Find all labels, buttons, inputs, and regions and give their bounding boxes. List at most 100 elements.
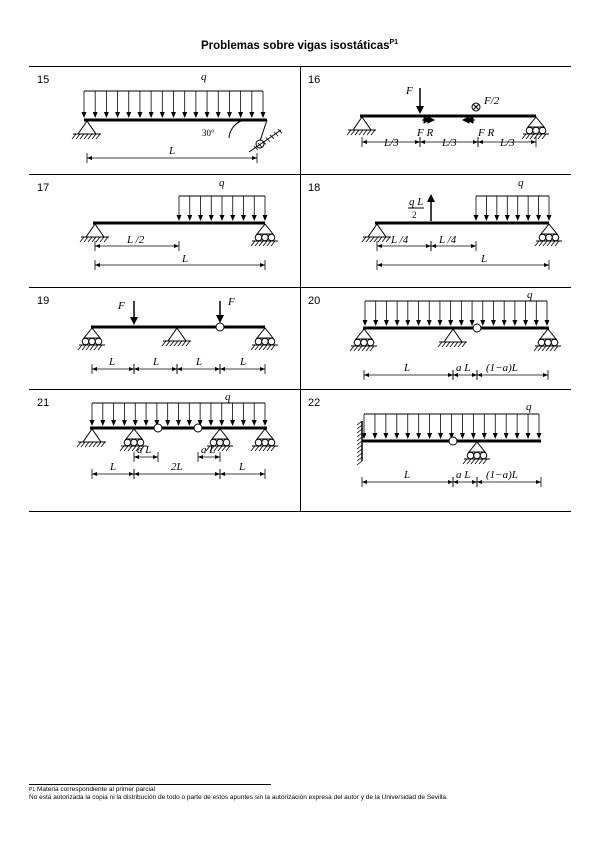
dimension-label: 2L — [171, 461, 183, 473]
beam-diagram-20: q L a L (1−a)L — [349, 289, 561, 380]
hatch-stroke — [266, 445, 272, 452]
dimension-arrowhead — [377, 263, 382, 267]
hatch-stroke — [533, 345, 539, 352]
dimension-arrowhead — [415, 140, 420, 144]
arrowhead — [427, 194, 435, 202]
problem-number: 15 — [37, 74, 50, 86]
roller-triangle — [210, 428, 230, 440]
load-arrowhead — [260, 112, 266, 118]
dimension-arrowhead — [129, 367, 134, 371]
beam-diagram-22: q L a L (1−a)L — [356, 401, 542, 487]
hatch-stroke — [354, 129, 360, 136]
load-arrowhead — [100, 420, 106, 426]
hatch-stroke — [254, 344, 260, 351]
force-label-denominator: 2 — [412, 210, 417, 220]
hatch-stroke — [258, 445, 264, 452]
dimension-line — [197, 452, 221, 462]
force-label: F — [117, 300, 125, 312]
hatch-stroke — [262, 344, 268, 351]
roller-wheel — [267, 438, 276, 447]
distributed-load — [473, 195, 552, 221]
dimension-arrowhead — [364, 373, 369, 377]
hatch-stroke — [537, 133, 543, 140]
load-arrowhead — [115, 112, 121, 118]
roller-wheel — [538, 126, 547, 135]
roller-wheel — [550, 338, 559, 347]
dimension-line — [476, 370, 549, 380]
hatch-stroke — [369, 345, 375, 352]
load-arrowhead — [230, 420, 236, 426]
beam-diagram-16: F F/2 F R F R L/3 L/3 L/3 — [346, 85, 549, 149]
hatch-stroke — [437, 341, 443, 348]
hatch-stroke — [466, 458, 472, 465]
load-arrowhead — [438, 433, 444, 439]
problem-19: 19 F F L L L L — [29, 287, 300, 389]
hatch-stroke — [209, 445, 215, 452]
dimension-arrowhead — [362, 140, 367, 144]
hatch-stroke — [525, 133, 531, 140]
dimension-arrowhead — [420, 140, 425, 144]
beam-diagram-17: q L /2 L — [79, 177, 278, 270]
dimension-line — [219, 364, 266, 374]
hatch-stroke — [482, 458, 488, 465]
hatch-stroke — [75, 133, 81, 140]
hatch-stroke — [541, 133, 547, 140]
hatch-stroke — [361, 345, 367, 352]
distributed-load — [362, 300, 550, 326]
problem-21: 21 q a L a L L 2L L — [29, 389, 300, 511]
hatch-stroke — [88, 441, 94, 448]
hatch-stroke — [77, 344, 83, 351]
dimension-arrowhead — [448, 480, 453, 484]
load-arrowhead — [81, 112, 87, 118]
footnote-rule — [29, 784, 271, 785]
load-arrowhead — [394, 433, 400, 439]
dimension-label: (1−a)L — [486, 469, 518, 481]
problem-number: 16 — [308, 74, 321, 86]
dimension-arrowhead — [260, 367, 265, 371]
load-arrowhead — [383, 433, 389, 439]
problem-number: 19 — [37, 295, 50, 307]
hatch-stroke — [95, 236, 101, 243]
load-arrowhead — [470, 433, 476, 439]
dimension-arrowhead — [95, 263, 100, 267]
load-arrowhead — [241, 215, 246, 221]
hatch-stroke — [85, 344, 91, 351]
hatch-stroke — [356, 452, 363, 458]
dimension-arrowhead — [477, 373, 482, 377]
hatch-stroke — [356, 424, 363, 430]
dimension-arrowhead — [153, 455, 158, 459]
hatch-stroke — [457, 341, 463, 348]
dimension-arrowhead — [471, 244, 476, 248]
hatch-stroke — [356, 448, 363, 454]
double-arrow-right — [422, 116, 436, 124]
load-arrowhead — [176, 420, 181, 426]
dimension-arrowhead — [174, 244, 179, 248]
dimension-arrowhead — [453, 373, 458, 377]
roller-wheel — [537, 338, 546, 347]
dimension-label: L — [168, 145, 175, 157]
hatch-stroke — [270, 240, 276, 247]
load-arrowhead — [459, 433, 465, 439]
problem-number: 18 — [308, 182, 321, 194]
roller-support — [77, 327, 105, 351]
problem-number: 17 — [37, 182, 50, 194]
hinge — [472, 323, 482, 333]
angle-label: 30° — [202, 128, 215, 138]
hatch-stroke — [87, 236, 93, 243]
roller-support — [533, 328, 561, 352]
dimension-arrowhead — [87, 156, 92, 160]
hatch-stroke — [139, 445, 145, 452]
pin-triangle — [77, 120, 97, 135]
hatch-stroke — [95, 133, 101, 140]
load-label: q — [518, 177, 524, 189]
hatch-stroke — [474, 458, 480, 465]
dimension-label: L — [195, 356, 202, 368]
pin-support — [437, 328, 467, 348]
roller-wheel — [261, 233, 269, 242]
load-label: q — [526, 401, 532, 413]
load-arrowhead — [492, 433, 498, 439]
hatch-stroke — [217, 445, 223, 452]
arrowhead — [416, 106, 424, 114]
hatch-stroke — [92, 441, 98, 448]
load-label: q — [219, 177, 225, 189]
